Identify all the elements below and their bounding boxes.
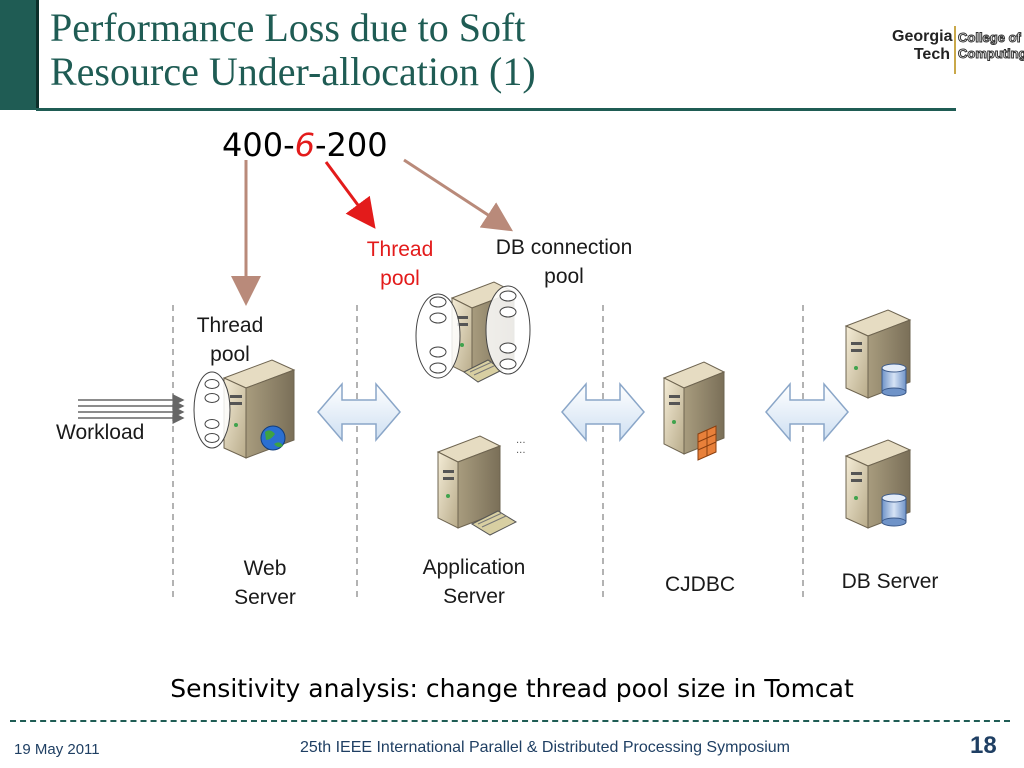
- config-part3: -200: [314, 126, 388, 164]
- app-thread-pool-ellipse: [415, 293, 461, 379]
- config-part1: 400-: [222, 126, 295, 164]
- app-thread-pool-label-line2: pool: [380, 267, 420, 290]
- more-servers-ellipsis: ... ...: [516, 436, 526, 456]
- logo-divider: [954, 26, 956, 74]
- web-thread-pool-ellipse: [193, 371, 231, 449]
- firewall-icon: [697, 425, 717, 461]
- slide-caption: Sensitivity analysis: change thread pool…: [170, 674, 854, 703]
- app-server-label-line2: Server: [443, 585, 505, 608]
- ellipsis-line2: ...: [516, 445, 526, 456]
- config-highlight: 6: [294, 126, 315, 164]
- logo-computing: Computing: [958, 46, 1024, 62]
- web-thread-pool-label-line2: pool: [210, 343, 250, 366]
- footer-divider: [10, 720, 1010, 722]
- slide-title-line2: Resource Under-allocation (1): [50, 49, 536, 94]
- arrow-to-db-connection-pool: [403, 158, 514, 232]
- app-server-label: Application Server: [404, 553, 544, 611]
- config-label: 400-6-200: [222, 126, 388, 164]
- double-arrow-cjdbc-db: [765, 381, 849, 443]
- slide-title-line1: Performance Loss due to Soft: [50, 5, 526, 50]
- logo-college-of: College of: [958, 30, 1022, 46]
- arrow-to-app-thread-pool: [324, 161, 376, 229]
- app-server-bottom-icon: [436, 435, 518, 536]
- logo-tech: Tech: [913, 46, 950, 63]
- footer-conference: 25th IEEE International Parallel & Distr…: [299, 739, 790, 756]
- app-server-label-line1: Application: [422, 556, 526, 579]
- workload-label: Workload: [56, 421, 145, 444]
- tier-separators: [172, 305, 804, 600]
- web-server-label-line2: Server: [234, 586, 296, 609]
- workload-arrows: [78, 394, 185, 424]
- db-connection-pool-label: DB connection pool: [474, 233, 654, 291]
- page-number: 18: [970, 732, 997, 759]
- globe-icon: [260, 425, 286, 451]
- title-underline: [36, 108, 956, 111]
- db-server-label: DB Server: [841, 570, 939, 593]
- db-connection-pool-label-line1: DB connection: [495, 236, 633, 259]
- database-top-icon: [881, 363, 907, 397]
- footer-date: 19 May 2011: [14, 741, 100, 758]
- db-server-bottom-icon: [844, 439, 912, 529]
- logo-georgia: Georgia: [892, 28, 953, 45]
- app-thread-pool-label: Thread pool: [350, 235, 450, 293]
- web-server-label: Web Server: [210, 554, 320, 612]
- ellipsis-line1: ...: [516, 435, 526, 446]
- db-connection-pool-ellipse: [485, 285, 531, 375]
- db-connection-pool-label-line2: pool: [544, 265, 584, 288]
- web-server-label-line1: Web: [243, 557, 287, 580]
- web-thread-pool-label-line1: Thread: [196, 314, 264, 337]
- database-bottom-icon: [881, 493, 907, 527]
- cjdbc-label: CJDBC: [664, 573, 735, 596]
- double-arrow-app-cjdbc: [561, 381, 645, 443]
- double-arrow-web-app: [317, 381, 401, 443]
- app-thread-pool-label-line1: Thread: [366, 238, 434, 261]
- slide-title: Performance Loss due to Soft Resource Un…: [50, 6, 870, 94]
- georgia-tech-logo: Georgia Tech College of Computing: [892, 26, 1024, 78]
- title-side-band: [0, 0, 39, 110]
- web-thread-pool-label: Thread pool: [180, 311, 280, 369]
